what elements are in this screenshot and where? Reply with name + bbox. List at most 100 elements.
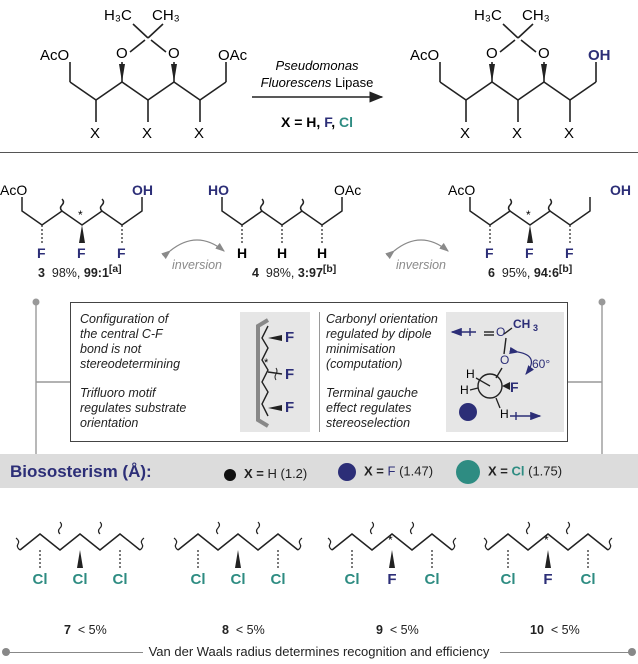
cl-compound-1-chain [177,533,299,551]
cl-compound-2-star: * [388,533,393,547]
cl-compound-3-squiggle-left [483,537,489,551]
compound-10-label: 10 < 5% [530,623,580,637]
product-x2: X [512,125,522,142]
cl-compound-2-squiggle-right [451,537,457,551]
cl-compound-3-squiggle-right [607,537,613,551]
cl-compound-3-wedge-1 [545,550,551,568]
compound-7-label: 7 < 5% [64,623,107,637]
product-methyl-right: CH₃ [522,7,550,24]
product-molecule [439,23,597,122]
svg-text:F: F [285,399,294,416]
svg-text:F: F [510,379,519,395]
cl-compound-3-atom-2: Cl [581,571,596,588]
svg-text:F: F [285,329,294,346]
biosterism-h: X = H (1.2) [224,466,307,481]
inversion-arrow-left [161,239,225,260]
cl-compound-3-top-squiggle-1 [565,521,571,535]
compound-4-structure [221,197,343,226]
compound-9-label: 9 < 5% [376,623,419,637]
compound-4-label: 4 98%, 3:97[b] [252,264,337,281]
cl-compound-2-squiggle-left [327,537,333,551]
cl-compound-2-atom-1: F [387,571,396,588]
compound-3-f2: F [77,245,86,261]
reaction-scheme: H₃C CH₃ O O AcO OAc X X X Pseudomonas Fl… [40,7,611,142]
cl-compound-0-atom-1: Cl [73,571,88,588]
cl-compound-2-chain [331,533,453,551]
svg-text:60°: 60° [532,357,550,371]
trifluoro-motif-diagram: F F * F [240,312,310,432]
substrate-molecule [69,23,227,122]
footer-dot-left [2,648,10,656]
cl-compound-0-squiggle-left [15,537,21,551]
svg-text:*: * [264,357,269,369]
cl-compound-3-atom-0: Cl [501,571,516,588]
compound-6-oh: OH [610,182,631,198]
compound-row: AcO OH * F F F HO OAc H H H AcO OH * F F… [0,182,631,272]
substrate-ring-o-left: O [116,45,128,62]
product-aco: AcO [410,47,439,64]
newman-projection: O CH 3 O H H F H 60° [446,312,564,432]
cl-compound-1-atom-2: Cl [271,571,286,588]
cl-compound-2-atom-2: Cl [425,571,440,588]
cl-compound-0-squiggle-right [139,537,145,551]
substrate-x3: X [194,125,204,142]
compound-6-aco: AcO [448,182,475,198]
compound-6-f3: F [565,245,574,261]
product-x1: X [460,125,470,142]
compound-3-aco: AcO [0,182,27,198]
substrate-x1: X [90,125,100,142]
cl-compound-1-atom-0: Cl [191,571,206,588]
compound-6-f1: F [485,245,494,261]
product-methyl-left: H₃C [474,7,502,24]
svg-text:H: H [466,367,475,381]
inversion-label-right: inversion [396,258,446,272]
cl-compound-1-top-squiggle-0 [215,521,221,535]
biosterism-bar [0,454,638,488]
compound-6-star: * [526,208,531,222]
product-x3: X [564,125,574,142]
product-oh: OH [588,47,611,64]
footer-line-left [6,652,146,653]
substrate-oac: OAc [218,47,248,64]
biosterism-f: X = F (1.47) [338,463,433,481]
cl-compound-0-top-squiggle-1 [97,521,103,535]
cl-compound-2-top-squiggle-0 [369,521,375,535]
substrate-ring-o-right: O [168,45,180,62]
substrate-methyl-right: CH₃ [152,7,180,24]
substrate-x2: X [142,125,152,142]
svg-text:O: O [500,353,509,367]
compound-8-label: 8 < 5% [222,623,265,637]
product-ring-o-right: O [538,45,550,62]
compound-3-oh: OH [132,182,153,198]
biosterism-title: Biososterism (Å): [10,462,152,481]
cl-compound-1-atom-1: Cl [231,571,246,588]
compound-4-h2: H [277,245,287,261]
svg-text:CH: CH [513,317,530,331]
compound-3-star: * [78,208,83,222]
section-divider [0,152,638,153]
svg-text:3: 3 [533,323,538,333]
f-atom-dot [338,463,356,481]
footer-caption: Van der Waals radius determines recognit… [0,644,638,659]
h-atom-dot [224,468,236,481]
cl-compound-1-top-squiggle-1 [255,521,261,535]
cl-compound-3-chain [487,533,609,551]
reagent-line1: Pseudomonas [275,58,359,73]
cl-compound-3-star: * [544,533,549,547]
cl-compound-1-squiggle-right [297,537,303,551]
product-ring-o-left: O [486,45,498,62]
svg-text:H: H [460,383,469,397]
cl-compound-0-chain [19,533,141,551]
compound-4-ho: HO [208,182,229,198]
svg-text:F: F [285,366,294,383]
compound-4-h3: H [317,245,327,261]
cl-compound-0-wedge-1 [77,550,83,568]
substrate-methyl-left: H₃C [104,7,132,24]
footer-line-right [500,652,632,653]
compound-3-f1: F [37,245,46,261]
cl-compound-1-squiggle-left [173,537,179,551]
